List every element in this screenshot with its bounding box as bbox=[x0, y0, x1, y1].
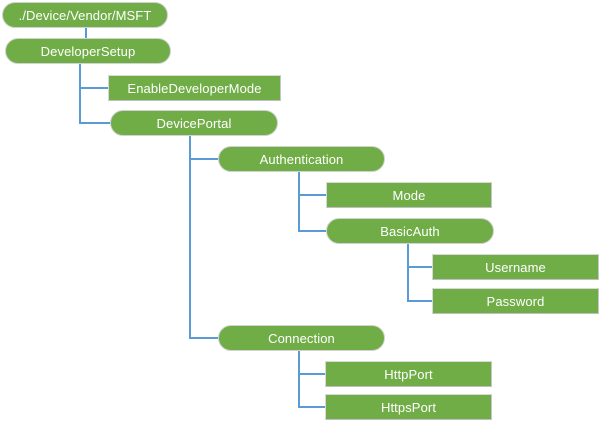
connector-basicauth-to-password bbox=[407, 244, 432, 302]
tree-node-label: Connection bbox=[268, 330, 335, 346]
connector-developersetup-to-enabledevelopermode bbox=[79, 64, 108, 89]
tree-node-label: HttpsPort bbox=[380, 399, 437, 415]
tree-node-httpsport[interactable]: HttpsPort bbox=[325, 394, 492, 420]
tree-node-label: Mode bbox=[392, 187, 426, 203]
tree-node-httpport[interactable]: HttpPort bbox=[325, 361, 492, 387]
tree-node-label: DeveloperSetup bbox=[40, 43, 136, 59]
tree-node-label: Authentication bbox=[259, 151, 344, 167]
tree-node-developersetup[interactable]: DeveloperSetup bbox=[5, 38, 171, 64]
connector-deviceportal-to-authentication bbox=[189, 136, 221, 160]
tree-node-mode[interactable]: Mode bbox=[326, 182, 492, 208]
tree-node-connection[interactable]: Connection bbox=[218, 325, 385, 351]
tree-node-username[interactable]: Username bbox=[432, 254, 599, 280]
tree-node-label: Username bbox=[485, 259, 546, 275]
tree-node-authentication[interactable]: Authentication bbox=[218, 146, 385, 172]
tree-node-enabledevelopermode[interactable]: EnableDeveloperMode bbox=[108, 75, 281, 101]
connector-developersetup-to-deviceportal bbox=[79, 64, 113, 124]
tree-node-deviceportal[interactable]: DevicePortal bbox=[110, 110, 278, 136]
tree-node-basicauth[interactable]: BasicAuth bbox=[326, 218, 494, 244]
connector-deviceportal-to-connection bbox=[189, 136, 221, 339]
tree-node-label: EnableDeveloperMode bbox=[127, 80, 262, 96]
connector-basicauth-to-username bbox=[407, 244, 432, 268]
tree-node-password[interactable]: Password bbox=[432, 288, 599, 314]
tree-node-label: ./Device/Vendor/MSFT bbox=[18, 7, 152, 23]
tree-node-label: Password bbox=[486, 293, 545, 309]
connector-authentication-to-basicauth bbox=[298, 172, 329, 232]
connector-connection-to-httpport bbox=[298, 351, 325, 375]
connector-authentication-to-mode bbox=[298, 172, 326, 196]
tree-node-label: DevicePortal bbox=[156, 115, 232, 131]
tree-node-root[interactable]: ./Device/Vendor/MSFT bbox=[2, 2, 168, 28]
tree-node-label: HttpPort bbox=[384, 366, 433, 382]
tree-node-label: BasicAuth bbox=[380, 223, 440, 239]
connector-connection-to-httpsport bbox=[298, 351, 325, 408]
